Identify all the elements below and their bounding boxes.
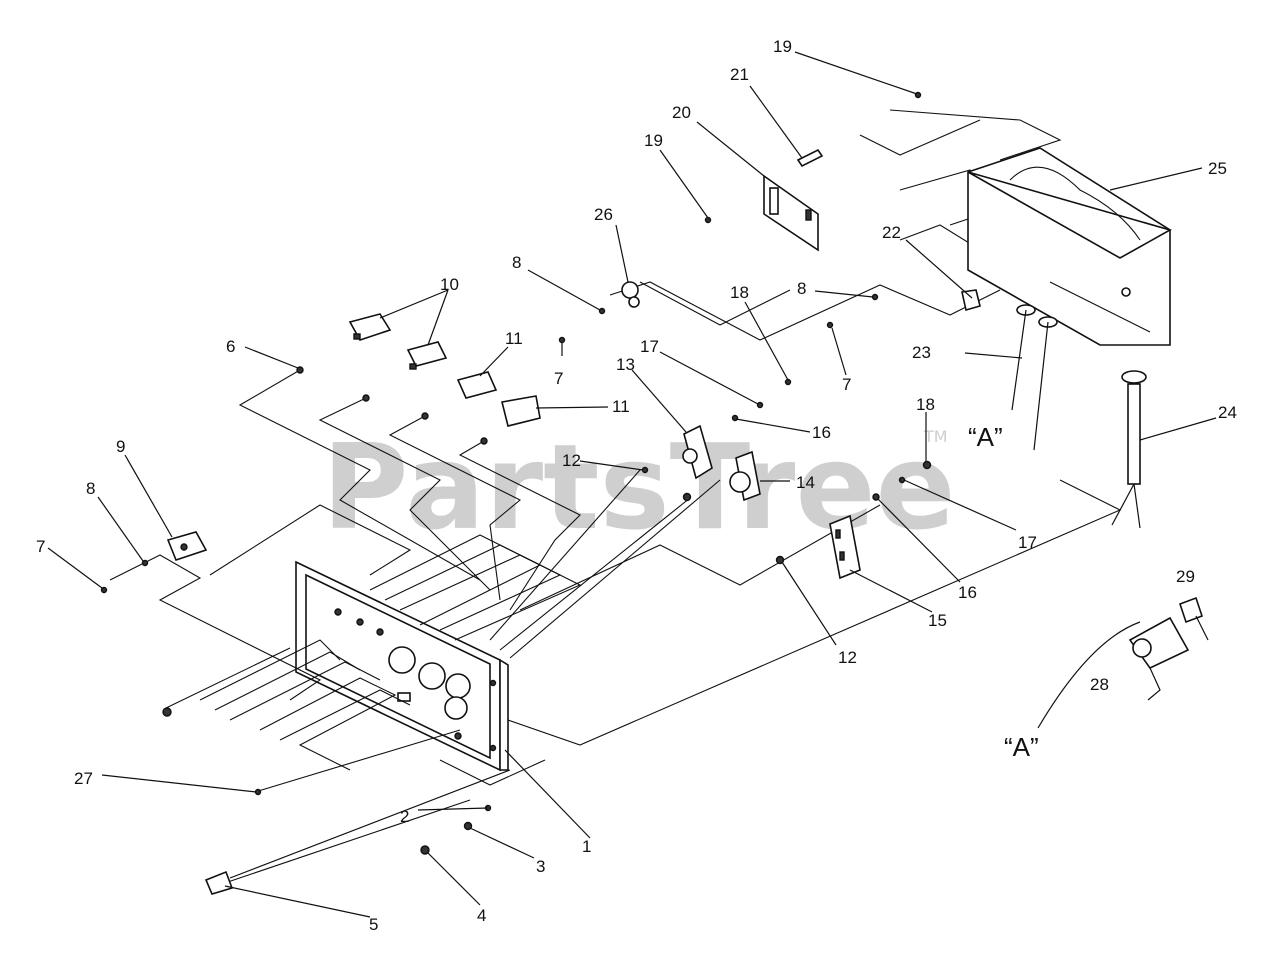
callout-15: 15 [928, 611, 947, 630]
callout-9: 9 [116, 437, 125, 456]
watermark-tm: TM [923, 427, 948, 446]
clip-part-22 [961, 289, 981, 312]
callout-16-top: 16 [812, 423, 831, 442]
callout-8-left: 8 [86, 479, 95, 498]
switch-part-10a [348, 313, 392, 341]
callout-28: 28 [1090, 675, 1109, 694]
callout-8-center: 8 [512, 253, 521, 272]
plug-part-29 [1178, 596, 1209, 641]
callout-26: 26 [594, 205, 613, 224]
callout-22: 22 [882, 223, 901, 242]
receptacle-part-14 [729, 450, 761, 502]
callout-3: 3 [536, 857, 545, 876]
control-panel-part [295, 560, 509, 772]
outlet-part-15 [829, 514, 861, 580]
cable-part-23 [1011, 304, 1058, 451]
callout-12-right: 12 [838, 648, 857, 667]
callout-16-bottom: 16 [958, 583, 977, 602]
callout-19-left: 19 [644, 131, 663, 150]
callout-11-bottom: 11 [612, 397, 630, 416]
callout-7-right: 7 [842, 375, 851, 394]
switch-part-10b [406, 341, 448, 370]
callout-14: 14 [796, 473, 815, 492]
callout-17-bottom: 17 [1018, 533, 1037, 552]
callout-25: 25 [1208, 159, 1227, 178]
callout-6: 6 [226, 337, 235, 356]
callout-4: 4 [477, 906, 486, 925]
connector-part-26 [621, 281, 640, 308]
wiring-lines [109, 109, 1122, 889]
callout-18-bottom: 18 [916, 395, 935, 414]
callout-23: 23 [912, 343, 931, 362]
callout-7-center: 7 [554, 369, 563, 388]
callout-27: 27 [74, 769, 93, 788]
callout-13: 13 [616, 355, 635, 374]
callout-12-left: 12 [562, 451, 581, 470]
callout-11-top: 11 [505, 329, 523, 348]
callout-24: 24 [1218, 403, 1237, 422]
harness-part-28 [1037, 616, 1190, 729]
callout-7-left: 7 [36, 537, 45, 556]
callout-8-right: 8 [797, 279, 806, 298]
fuse-part-21 [796, 148, 824, 168]
plug-part-9 [166, 531, 208, 561]
callout-1: 1 [582, 837, 591, 856]
callout-19-top: 19 [773, 37, 792, 56]
switch-part-11b [501, 395, 541, 427]
leader-lines [47, 51, 1217, 918]
callout-17-top: 17 [640, 337, 659, 356]
callout-2: 2 [400, 807, 409, 826]
watermark-text: PartsTree [322, 418, 956, 556]
callout-5: 5 [369, 915, 378, 934]
callout-18-top: 18 [730, 283, 749, 302]
callout-29: 29 [1176, 567, 1195, 586]
clamp-part-5 [204, 870, 234, 895]
plate-part-20 [763, 174, 819, 252]
cable-part-24 [1111, 370, 1147, 529]
callout-10: 10 [440, 275, 459, 294]
connector-a-bottom: “A” [1004, 732, 1039, 762]
box-part-25 [967, 147, 1173, 346]
switch-part-11a [456, 371, 498, 399]
callout-20: 20 [672, 103, 691, 122]
callout-21: 21 [730, 65, 749, 84]
receptacle-part-13 [682, 424, 713, 480]
connector-a-top: “A” [968, 422, 1003, 452]
callout-labels: 1 2 3 4 5 6 7 7 7 8 8 8 9 10 11 11 12 12… [36, 37, 1237, 934]
